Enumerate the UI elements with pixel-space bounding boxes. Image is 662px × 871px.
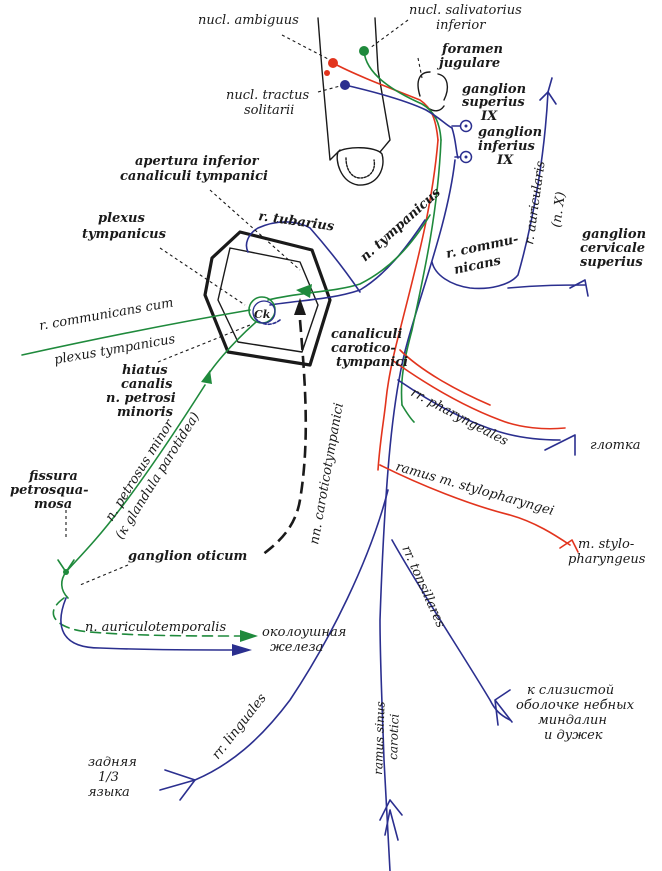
label-cervicale: cervicale xyxy=(580,241,645,256)
label-n-x: (n. X) xyxy=(549,191,569,229)
label-i-duzhek: и дужек xyxy=(544,728,603,743)
label-zheleza: железа xyxy=(270,640,323,655)
label-plexus: plexus xyxy=(98,211,146,226)
label-n-auriculotemporalis: n. auriculotemporalis xyxy=(85,620,226,635)
label-superius: superius xyxy=(462,95,525,110)
label-ramus-sinus: ramus sinus xyxy=(371,701,388,775)
svg-text:IX: IX xyxy=(480,109,498,124)
label-rr-pharyngeales: rr. pharyngeales xyxy=(408,385,511,449)
nn-caroticotympanici xyxy=(261,298,308,557)
ganglion-oticum xyxy=(52,559,258,656)
ramus-stylopharyngei xyxy=(379,464,579,553)
r-communicans-cum xyxy=(21,309,251,356)
label-nucl-tractus: nucl. tractus xyxy=(226,88,310,103)
rr-tonsillares xyxy=(391,539,513,726)
label-k-slizistoy: к слизистой xyxy=(527,683,614,698)
label-carotico: carotico- xyxy=(331,341,396,356)
brainstem xyxy=(317,17,391,186)
leader-lines xyxy=(65,19,423,586)
label-nn-caroticotympanici: nn. caroticotympanici xyxy=(307,402,347,546)
label-foramen: foramen xyxy=(441,42,503,57)
label-r-tubarius: r. tubarius xyxy=(257,209,335,235)
label-canaliculi-tympanici: canaliculi tympanici xyxy=(120,169,268,184)
label-ck: Ck xyxy=(254,308,271,321)
labels: nucl. ambiguus nucl. salivatorius inferi… xyxy=(10,3,646,800)
label-ganglion-cervicale: ganglion xyxy=(582,227,646,242)
n-petrosus-minor xyxy=(65,321,257,573)
spinal-cord-section xyxy=(336,147,384,186)
label-m-stylo: m. stylo- xyxy=(578,537,634,552)
label-one-third: 1/3 xyxy=(98,770,119,785)
label-yazyka: языка xyxy=(88,785,130,800)
label-solitarii: solitarii xyxy=(244,103,294,118)
glossopharyngeal-trunk xyxy=(377,139,456,871)
label-fissura: fissura xyxy=(28,469,78,484)
label-tympanici: tympanici xyxy=(336,355,408,370)
label-jugulare: jugulare xyxy=(436,56,500,71)
label-inferius: inferius xyxy=(478,139,535,154)
rr-linguales xyxy=(159,489,389,801)
label-nucl-ambiguus: nucl. ambiguus xyxy=(198,13,299,28)
svg-text:IX: IX xyxy=(496,153,514,168)
ganglia-ix xyxy=(451,119,473,164)
label-ramus-stylopharyngei: ramus m. stylopharyngei xyxy=(394,459,556,519)
label-n-petrosi: n. petrosi xyxy=(106,391,176,406)
label-zadnyaya: задняя xyxy=(88,755,137,770)
label-petrosqua: petrosqua- xyxy=(10,483,89,498)
label-nucl-salivatorius-2: inferior xyxy=(436,18,486,33)
n-tympanicus xyxy=(245,214,431,306)
nuclei xyxy=(324,46,369,90)
label-nucl-salivatorius: nucl. salivatorius xyxy=(409,3,522,18)
label-canaliculi: canaliculi xyxy=(331,327,402,342)
label-mosa: mosa xyxy=(34,497,72,512)
ramus-sinus-carotici xyxy=(379,799,403,841)
label-carotici: carotici xyxy=(386,713,402,760)
tympanic-arrow xyxy=(296,284,312,298)
label-r-auricularis: r. auricularis xyxy=(522,160,549,246)
label-rr-tonsillares: rr. tonsillares xyxy=(398,544,448,631)
tympanic-cavity xyxy=(203,230,332,367)
label-apertura: apertura inferior xyxy=(135,154,260,169)
label-minoris: minoris xyxy=(117,405,174,420)
label-mindalin: миндалин xyxy=(538,713,607,728)
label-hiatus: hiatus xyxy=(122,363,168,378)
label-glotka: глотка xyxy=(590,438,641,453)
label-tympanicus: tympanicus xyxy=(82,227,167,242)
label-rr-linguales: rr. linguales xyxy=(209,691,270,763)
rr-pharyngeales xyxy=(391,349,576,456)
label-ganglion-inferius: ganglion xyxy=(478,125,542,140)
label-canalis: canalis xyxy=(121,377,173,392)
label-pharyngeus: pharyngeus xyxy=(568,552,646,567)
r-auricularis-branch xyxy=(431,77,589,297)
label-obolochke: оболочке небных xyxy=(516,698,635,713)
label-superius-cervicale: superius xyxy=(580,255,643,270)
label-ganglion-superius: ganglion xyxy=(462,82,526,97)
label-okolo: околоушная xyxy=(262,625,346,640)
label-ganglion-oticum: ganglion oticum xyxy=(128,549,247,564)
